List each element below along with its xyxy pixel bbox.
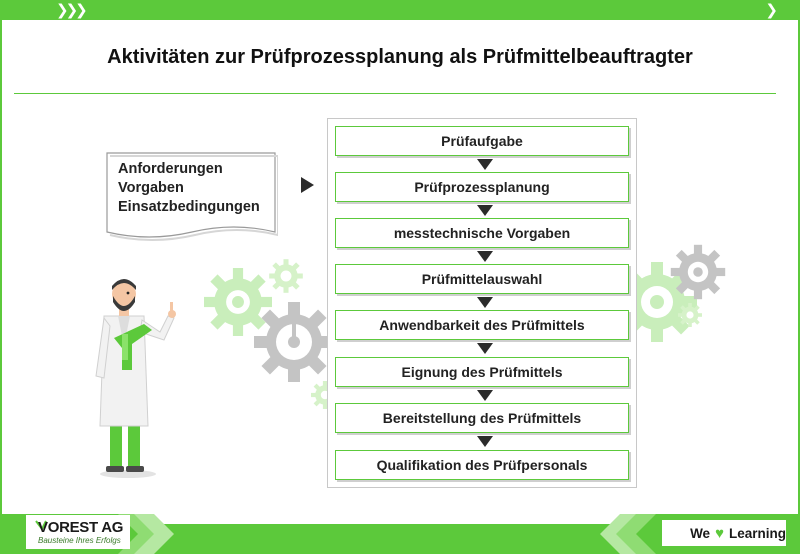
title-divider (14, 93, 776, 94)
gear-icon (670, 244, 726, 300)
heart-icon: ♥ (715, 524, 724, 542)
logo-name: VOREST AG (38, 519, 124, 536)
slogan: We ♥ Learning (662, 520, 786, 546)
step-qualifikation: Qualifikation des Prüfpersonals (335, 450, 629, 480)
note-line-requirements: Anforderungen (118, 161, 223, 177)
step-anwendbarkeit: Anwendbarkeit des Prüfmittels (335, 310, 629, 340)
slogan-we: We (690, 525, 711, 541)
chevrons-decoration: ❯❯❯ (56, 1, 88, 19)
note-paper-shape (106, 152, 278, 241)
gear-icon (617, 262, 697, 342)
logo-tagline: Bausteine Ihres Erfolgs (38, 536, 121, 545)
slogan-learning: Learning (728, 525, 786, 541)
down-arrow-icon (477, 297, 493, 308)
down-arrow-icon (477, 205, 493, 216)
step-pruefaufgabe: Prüfaufgabe (335, 126, 629, 156)
chevron-decoration-right: ❯ (765, 1, 778, 19)
down-arrow-icon (477, 436, 493, 447)
step-bereitstellung: Bereitstellung des Prüfmittels (335, 403, 629, 433)
down-arrow-icon (477, 343, 493, 354)
top-bar: ❯❯❯ ❯ (0, 0, 800, 20)
requirements-note: Anforderungen Vorgaben Einsatzbedingunge… (104, 150, 278, 241)
step-eignung: Eignung des Prüfmittels (335, 357, 629, 387)
gear-icon (254, 302, 334, 382)
gear-icon (269, 259, 303, 293)
step-messtechnische-vorgaben: messtechnische Vorgaben (335, 218, 629, 248)
scientist-illustration (95, 279, 176, 478)
step-pruefprozessplanung: Prüfprozessplanung (335, 172, 629, 202)
down-arrow-icon (477, 390, 493, 401)
step-pruefmittelauswahl: Prüfmittelauswahl (335, 264, 629, 294)
company-logo: VOREST AG Bausteine Ihres Erfolgs (26, 515, 130, 549)
gear-icon (204, 268, 272, 336)
down-arrow-icon (477, 251, 493, 262)
down-arrow-icon (477, 159, 493, 170)
gear-icon (678, 303, 702, 327)
logo-background (26, 515, 130, 549)
slide-title: Aktivitäten zur Prüfprozessplanung als P… (107, 46, 693, 68)
note-line-specifications: Vorgaben (118, 180, 184, 196)
note-line-conditions: Einsatzbedingungen (118, 199, 260, 215)
pointer-arrow-icon (301, 177, 314, 193)
